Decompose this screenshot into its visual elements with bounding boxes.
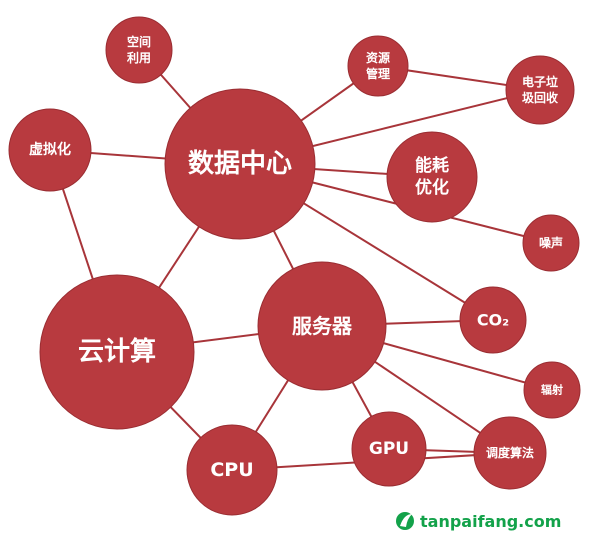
tanpaifang-logo-icon [396, 512, 414, 530]
node-circle-space [105, 16, 173, 84]
node-label-virtualization: 虚拟化 [29, 141, 71, 158]
node-circle-radiation [523, 361, 581, 419]
node-label-co2: CO₂ [477, 311, 509, 330]
node-virtualization: 虚拟化 [8, 108, 92, 192]
node-circle-server [257, 261, 387, 391]
node-circle-resource [347, 35, 409, 97]
node-circle-co2 [459, 286, 527, 354]
watermark-text: tanpaifang.com [420, 512, 561, 531]
node-server: 服务器 [257, 261, 387, 391]
node-circle-scheduling [473, 416, 547, 490]
node-circle-cloud [39, 274, 195, 430]
node-circle-virtualization [8, 108, 92, 192]
node-label-cpu: CPU [210, 459, 253, 481]
node-cloud: 云计算 [39, 274, 195, 430]
node-label-scheduling: 调度算法 [486, 445, 534, 460]
node-label-energy: 能耗 [415, 155, 449, 176]
watermark: tanpaifang.com [396, 512, 561, 531]
node-label-space: 利用 [127, 50, 151, 65]
node-label-ewaste: 圾回收 [522, 90, 558, 105]
node-label-ewaste: 电子垃 [522, 74, 558, 89]
node-label-resource: 管理 [366, 66, 390, 81]
node-circle-gpu [351, 411, 427, 487]
node-label-resource: 资源 [366, 50, 390, 65]
node-label-radiation: 辐射 [541, 383, 563, 397]
node-circle-ewaste [505, 55, 575, 125]
node-circle-datacenter [164, 88, 316, 240]
node-label-cloud: 云计算 [78, 336, 156, 367]
node-circle-energy [386, 131, 478, 223]
node-label-gpu: GPU [369, 439, 409, 459]
node-label-noise: 噪声 [539, 235, 563, 250]
node-label-space: 空间 [127, 34, 151, 49]
concept-nodes: 数据中心云计算服务器虚拟化空间利用资源管理电子垃圾回收能耗优化噪声CO₂辐射调度… [8, 16, 581, 516]
node-datacenter: 数据中心 [164, 88, 316, 240]
node-label-energy: 优化 [415, 177, 449, 198]
node-co2: CO₂ [459, 286, 527, 354]
node-noise: 噪声 [522, 214, 580, 272]
node-cpu: CPU [186, 424, 278, 516]
node-scheduling: 调度算法 [473, 416, 547, 490]
node-label-server: 服务器 [292, 314, 353, 338]
node-circle-noise [522, 214, 580, 272]
node-radiation: 辐射 [523, 361, 581, 419]
node-circle-cpu [186, 424, 278, 516]
node-gpu: GPU [351, 411, 427, 487]
node-label-datacenter: 数据中心 [188, 149, 292, 179]
